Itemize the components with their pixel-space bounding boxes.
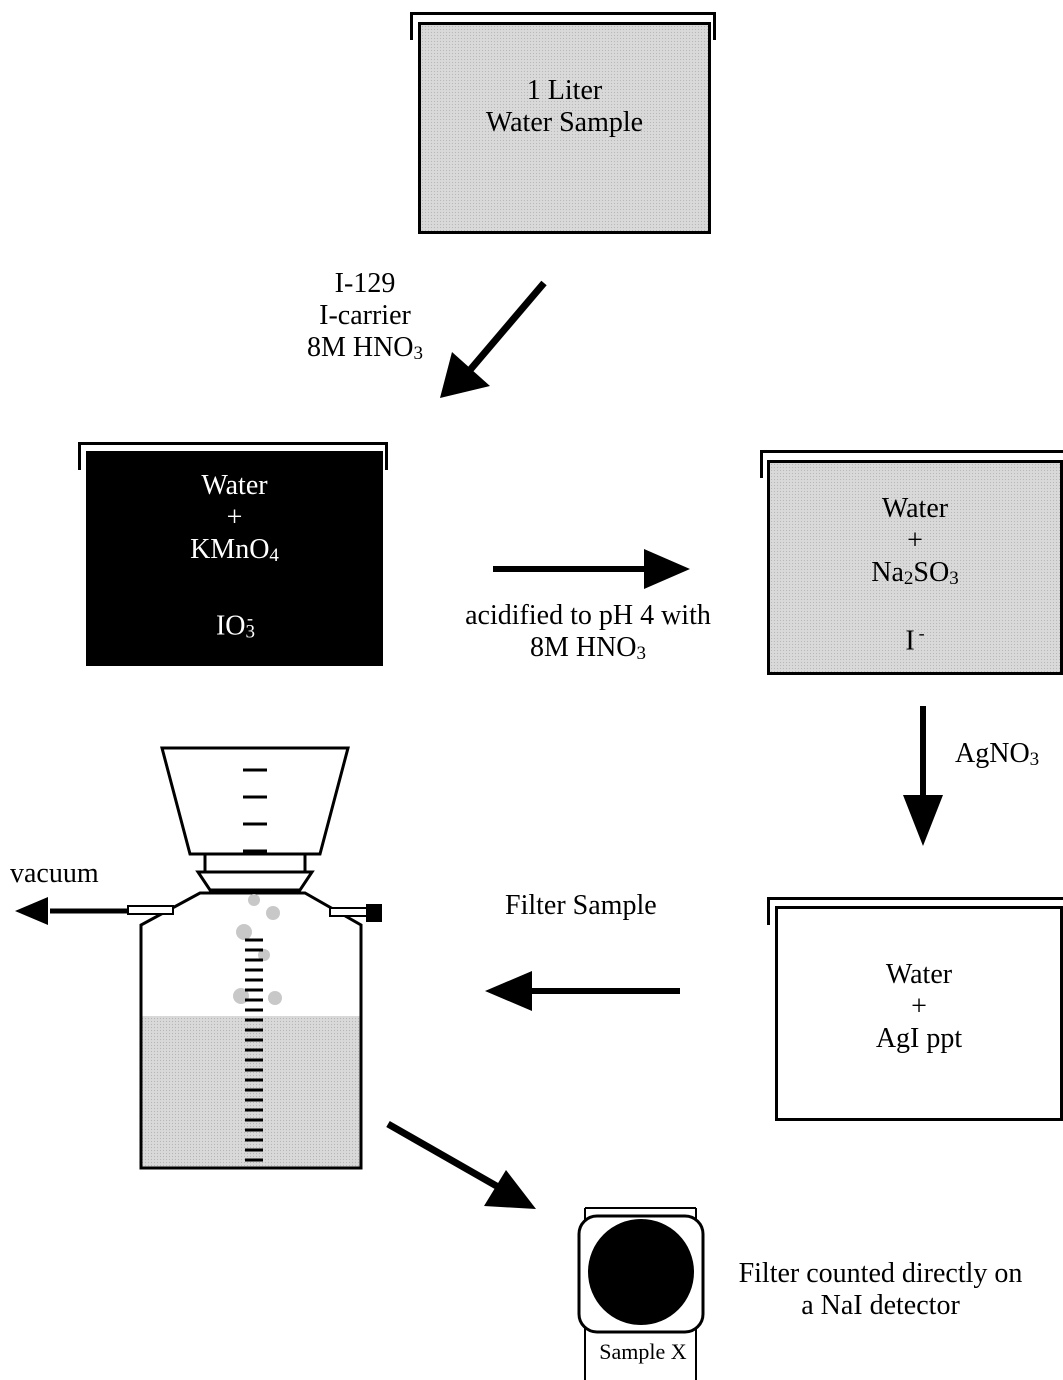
vacuum-arrow <box>15 897 138 925</box>
sample-x-label: Sample X <box>599 1339 687 1364</box>
kmno4-line1: Water <box>201 470 268 501</box>
step1-label: I-129 I-carrier 8M HNO3 <box>270 268 460 370</box>
agi-box: Water + AgI ppt <box>775 906 1063 1121</box>
step2-line2: 8M HNO3 <box>529 632 647 664</box>
sample-box-line1: 1 Liter <box>526 75 603 106</box>
step1-arrow <box>440 280 547 398</box>
nai-detector <box>577 1207 705 1380</box>
step1-line3: 8M HNO3 <box>306 332 424 364</box>
agi-line2: + <box>911 991 927 1022</box>
detector-caption-line2: a NaI detector <box>801 1290 960 1321</box>
kmno4-container-lid-right <box>385 442 388 470</box>
step3-label: AgNO3 <box>955 738 1040 770</box>
step2-arrow <box>493 549 690 589</box>
step3-arrow <box>903 706 943 846</box>
na2so3-container-lid <box>760 450 1063 478</box>
na2so3-ion: I- <box>905 623 925 657</box>
step1-line2: I-carrier <box>319 300 411 331</box>
funnel-graduations <box>243 768 267 853</box>
na2so3-box: Water + Na2SO3 I- <box>767 460 1063 675</box>
na2so3-line1: Water <box>881 493 949 524</box>
flask-graduations <box>245 938 263 1162</box>
detector-caption-line1: Filter counted directly on <box>738 1258 1023 1289</box>
kmno4-line3: KMnO4 <box>190 534 279 566</box>
filter-disk <box>588 1219 694 1325</box>
step4-arrow <box>485 971 680 1011</box>
kmno4-box: Water + KMnO4 IO3- <box>86 451 383 666</box>
na2so3-line3: Na2SO3 <box>871 557 959 589</box>
vacuum-filter-flask <box>127 746 382 1170</box>
sample-container-lid <box>410 12 716 40</box>
step2-label: acidified to pH 4 with 8M HNO3 <box>440 600 736 670</box>
detector-caption: Filter counted directly on a NaI detecto… <box>718 1258 1043 1322</box>
step5-arrow <box>386 1120 536 1209</box>
step1-line1: I-129 <box>334 268 396 299</box>
sample-box: 1 Liter Water Sample <box>418 22 711 234</box>
agi-container-lid <box>767 897 1063 925</box>
sample-box-line2: Water Sample <box>485 107 644 138</box>
agi-line1: Water <box>885 959 953 990</box>
kmno4-container-lid <box>78 442 388 470</box>
vacuum-label: vacuum <box>10 858 99 889</box>
agi-line3: AgI ppt <box>875 1023 963 1054</box>
sample-container-lid-right <box>713 12 716 40</box>
na2so3-line2: + <box>907 525 923 556</box>
kmno4-line2: + <box>226 502 243 533</box>
step2-line1: acidified to pH 4 with <box>465 600 711 631</box>
step4-label: Filter Sample <box>505 890 657 921</box>
kmno4-ion: IO3- <box>215 608 256 643</box>
